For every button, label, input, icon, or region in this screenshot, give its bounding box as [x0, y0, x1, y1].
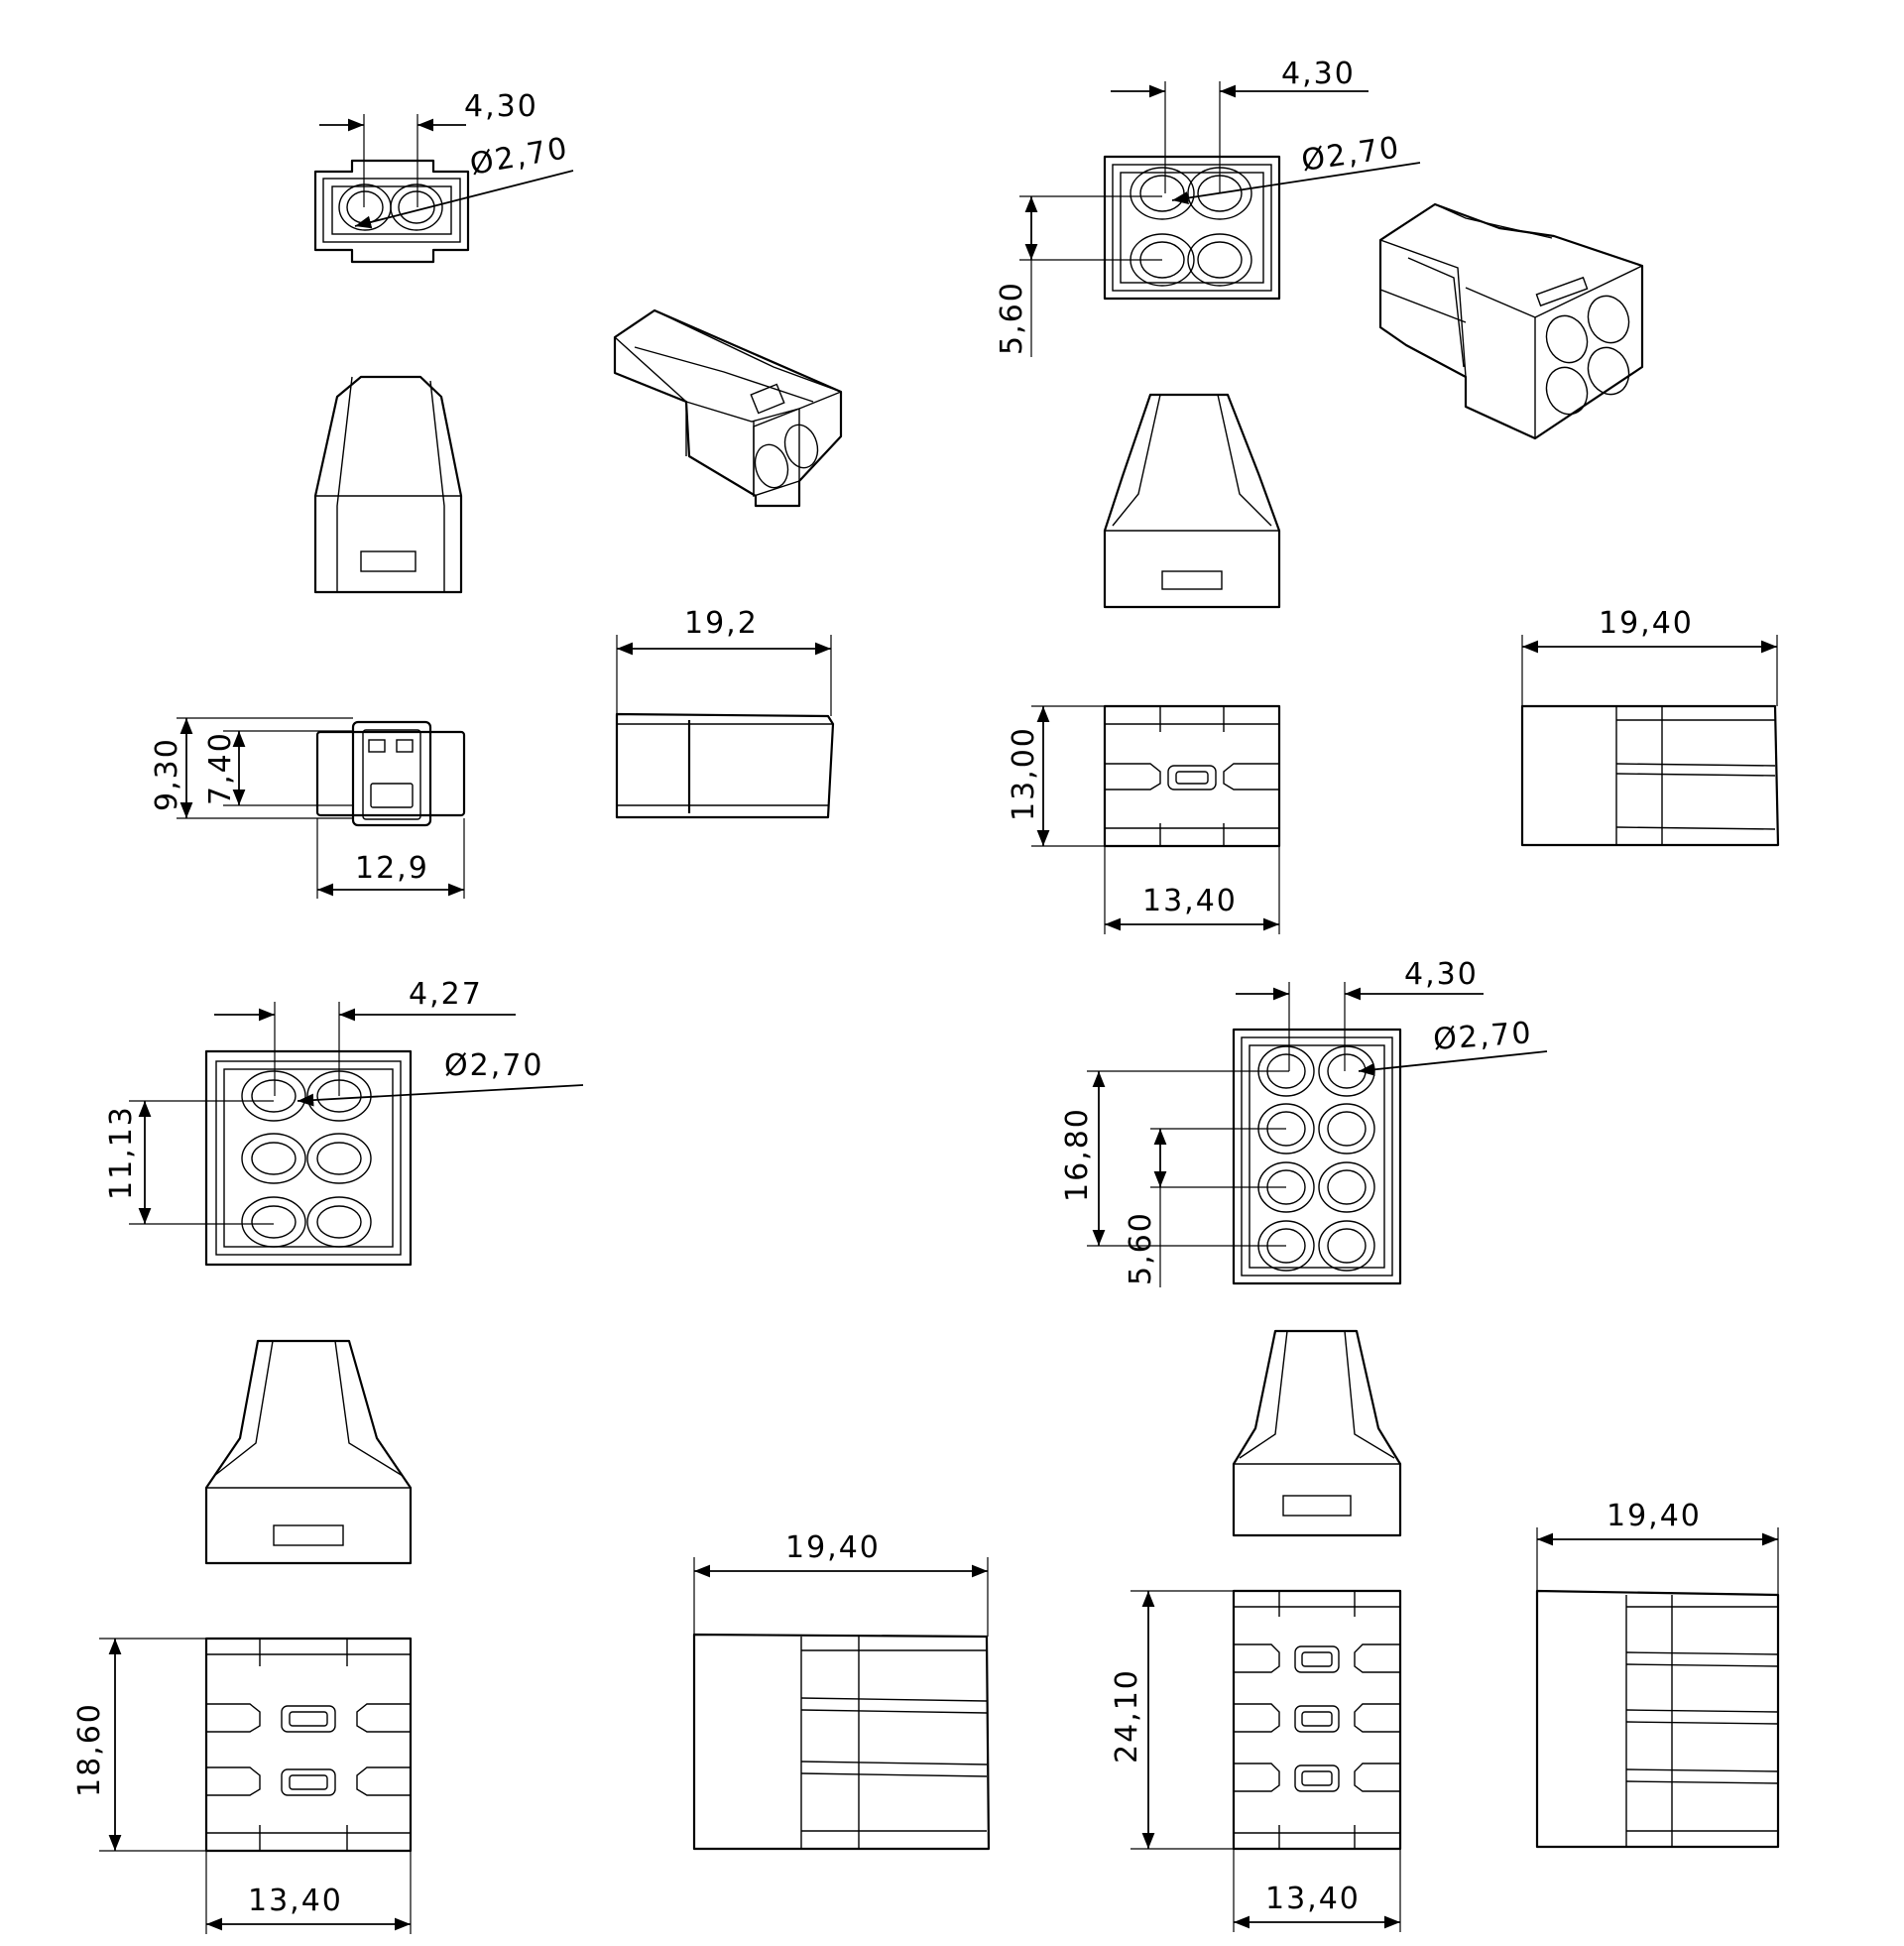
height-label-8pole: 24,10	[1110, 1668, 1144, 1764]
bottom-view-6pole	[99, 1637, 413, 1934]
pitch-label-8pole: 4,30	[1404, 957, 1479, 992]
side-view-2pole	[313, 375, 463, 594]
height-label-4pole: 13,00	[1007, 726, 1041, 821]
row-pitch-label-4pole: 5,60	[995, 281, 1029, 355]
length-view-4pole	[1520, 635, 1780, 847]
length-label-4pole: 19,40	[1599, 606, 1694, 641]
connector-4pole-drawing: 4,30 Ø2,70 5,60	[995, 57, 1780, 934]
connector-8pole-drawing: 4,30 Ø2,70 16,80 5,60	[1060, 957, 1780, 1932]
length-label-2pole: 19,2	[684, 606, 759, 641]
width-label-6pole: 13,40	[248, 1884, 343, 1918]
side-view-8pole	[1232, 1329, 1402, 1537]
length-view-2pole	[615, 635, 835, 819]
front-view-2pole	[313, 114, 574, 264]
height-label-6pole: 18,60	[72, 1702, 107, 1797]
connector-6pole-drawing: 4,27 Ø2,70 11,13	[72, 977, 991, 1934]
front-view-6pole	[129, 1002, 584, 1267]
row-span-label-6pole: 11,13	[104, 1105, 139, 1200]
front-view-4pole	[1019, 81, 1421, 357]
hole-diameter-label-6pole: Ø2,70	[444, 1048, 543, 1083]
length-label-8pole: 19,40	[1606, 1499, 1702, 1533]
row-span-label-8pole: 16,80	[1060, 1107, 1095, 1202]
front-view-8pole	[1087, 982, 1548, 1287]
width-label-2pole: 12,9	[355, 851, 429, 886]
isometric-view-2pole	[613, 308, 843, 508]
height-total-label-2pole: 9,30	[150, 737, 184, 811]
length-label-6pole: 19,40	[785, 1530, 881, 1565]
bottom-view-4pole	[1031, 704, 1281, 934]
length-view-8pole	[1535, 1527, 1780, 1849]
width-label-4pole: 13,40	[1142, 884, 1238, 918]
bottom-view-2pole	[177, 717, 466, 899]
pitch-label-6pole: 4,27	[409, 977, 483, 1012]
row-pitch-label-8pole: 5,60	[1124, 1211, 1158, 1285]
pitch-label-4pole: 4,30	[1281, 57, 1356, 91]
pitch-label-2pole: 4,30	[464, 89, 538, 124]
height-inner-label-2pole: 7,40	[203, 731, 238, 805]
side-view-4pole	[1103, 393, 1281, 609]
hole-diameter-label-4pole: Ø2,70	[1299, 130, 1402, 179]
connector-2pole-drawing: 4,30 Ø2,70	[150, 89, 843, 899]
bottom-view-8pole	[1130, 1589, 1402, 1932]
side-view-6pole	[204, 1339, 413, 1565]
length-view-6pole	[692, 1557, 991, 1851]
width-label-8pole: 13,40	[1265, 1882, 1361, 1916]
hole-diameter-label-8pole: Ø2,70	[1432, 1016, 1534, 1057]
isometric-view-4pole	[1378, 202, 1644, 440]
